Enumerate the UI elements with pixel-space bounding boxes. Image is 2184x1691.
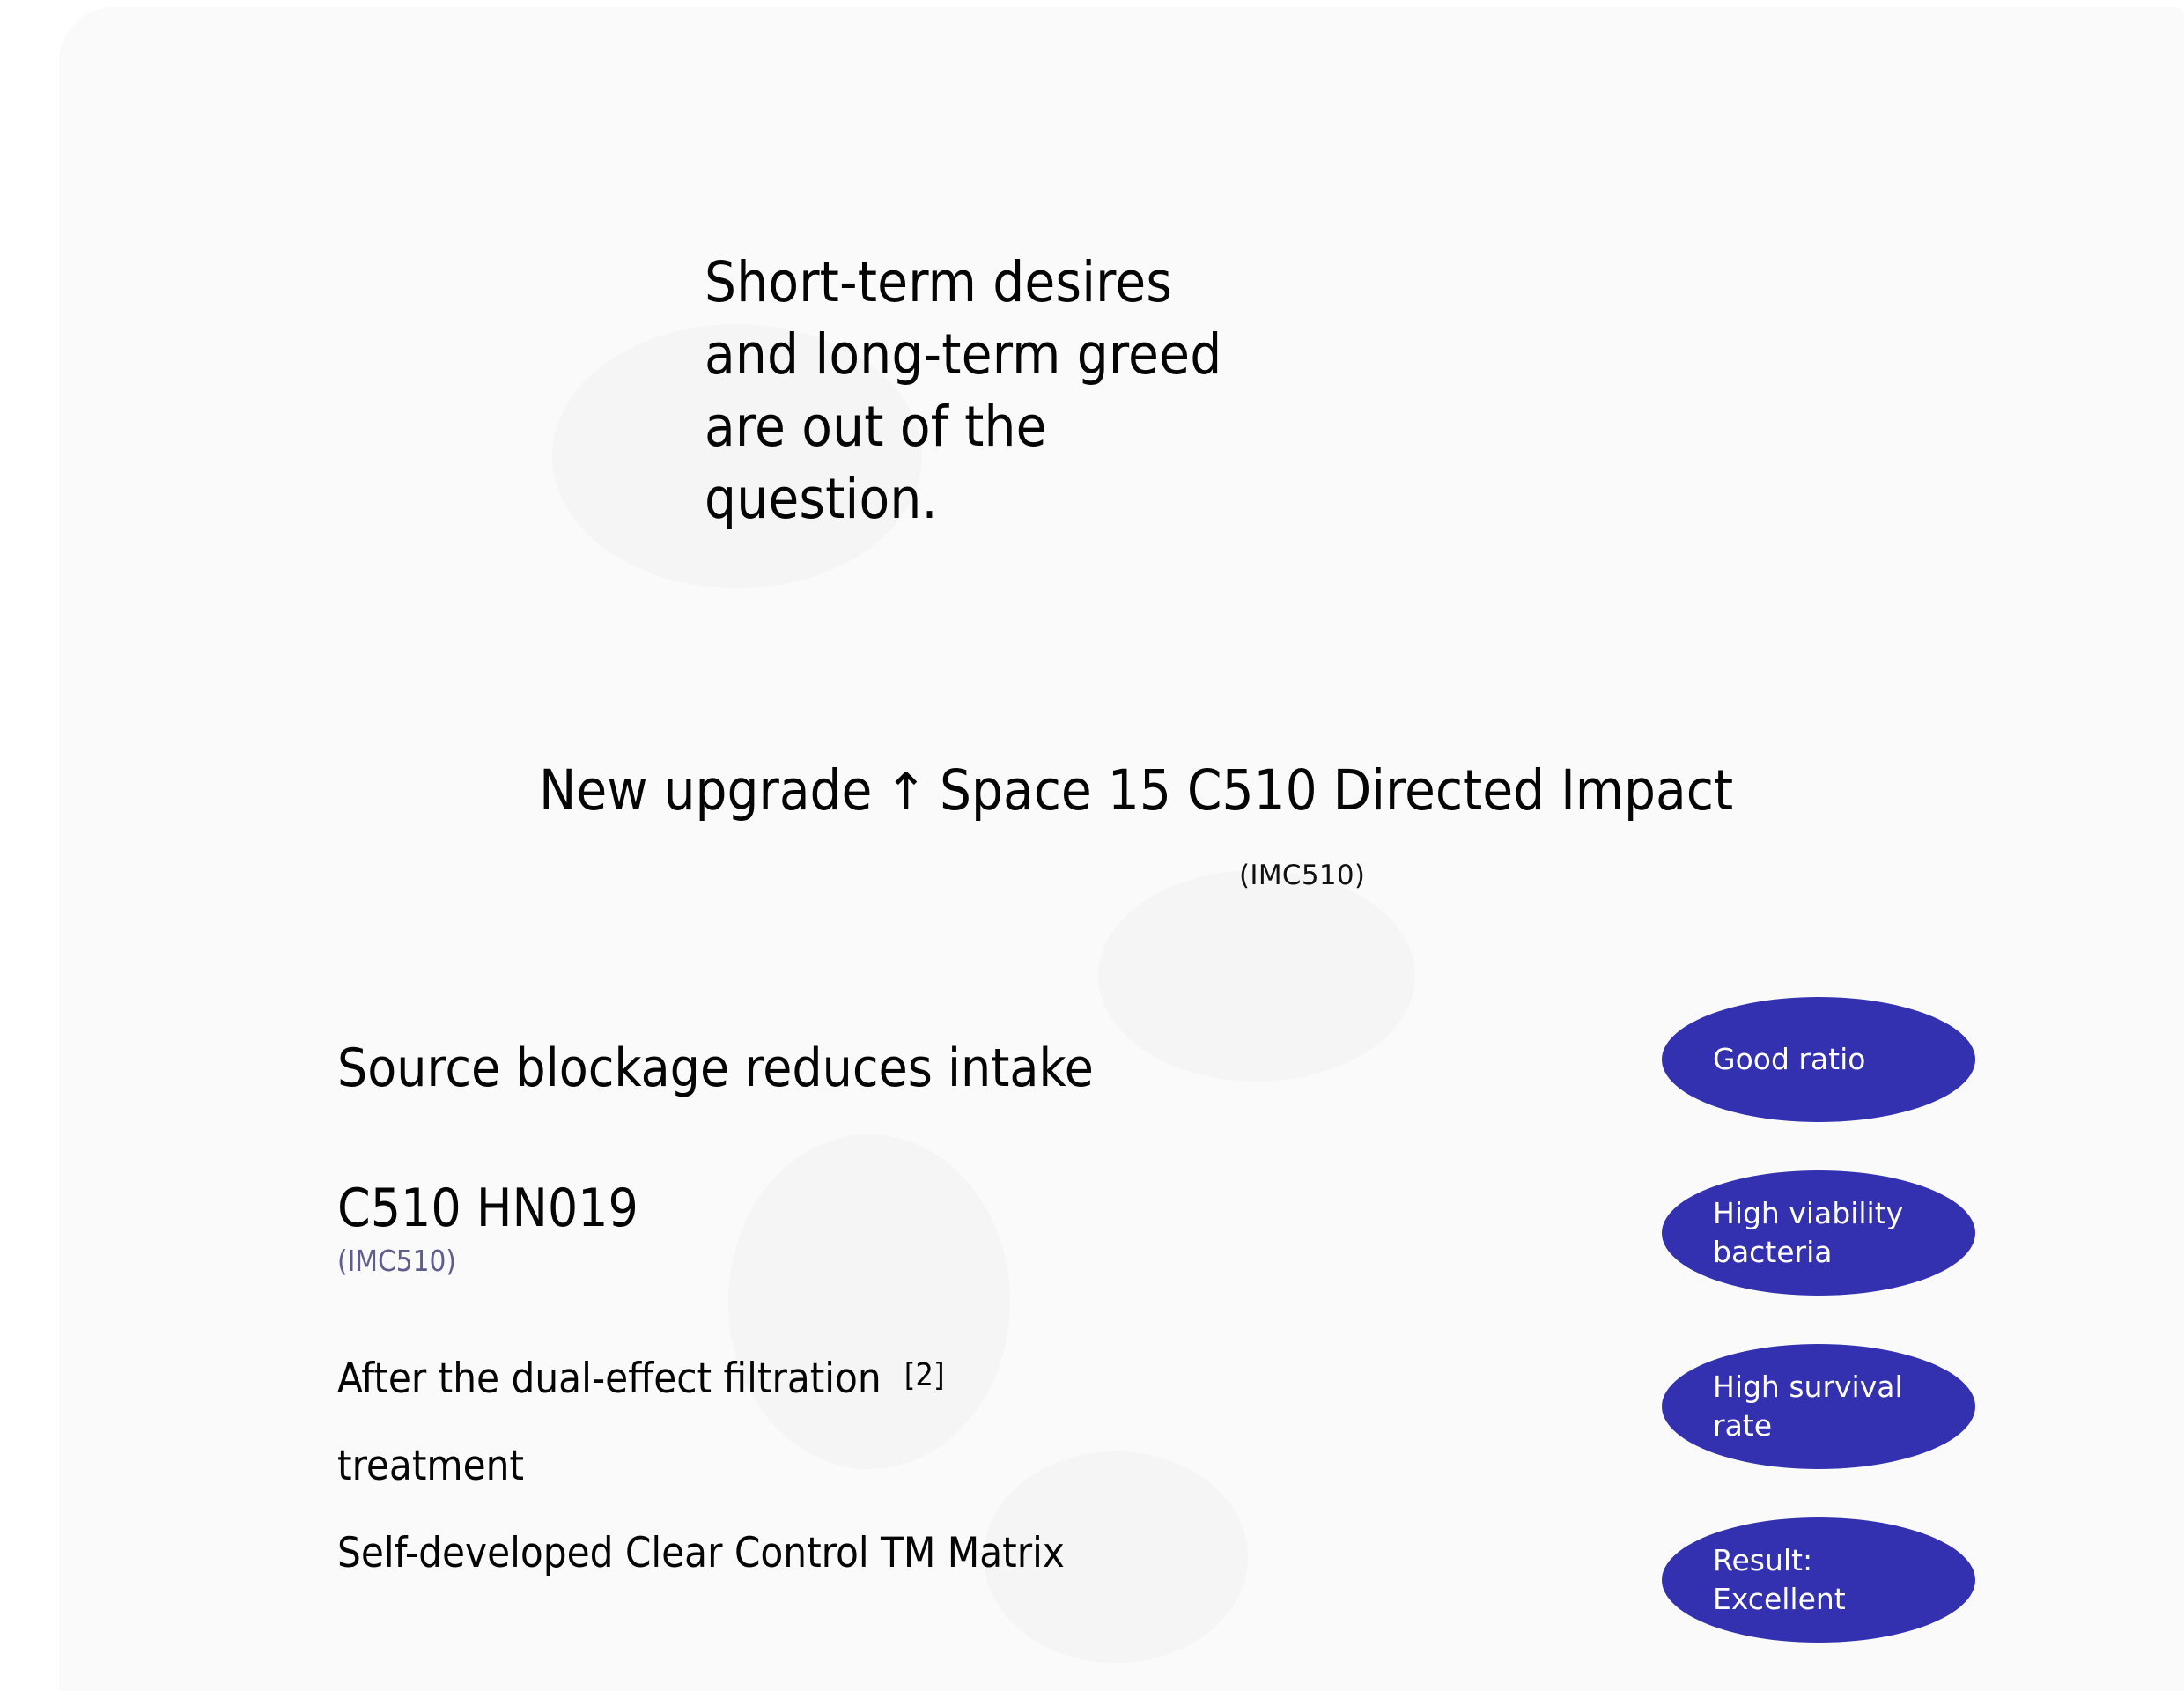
reference-marker: [2] (904, 1356, 945, 1393)
badge-result-excellent: Result: Excellent (1662, 1517, 1975, 1643)
badge-label: Result: Excellent (1713, 1543, 1846, 1616)
process-line-2: treatment (337, 1441, 525, 1490)
upgrade-subcaption: (IMC510) (1239, 860, 1366, 891)
product-code: (IMC510) (337, 1244, 456, 1279)
process-line-1-text: After the dual-effect filtration (337, 1354, 882, 1403)
headline-line-3: are out of the (705, 394, 1047, 459)
upgrade-suffix-label: Space 15 C510 Directed Impact (940, 758, 1734, 823)
headline-line-2: and long-term greed (705, 321, 1222, 387)
content-card: Short-term desires and long-term greed a… (59, 7, 2184, 1691)
process-line-3: Self-developed Clear Control TM Matrix (337, 1528, 1065, 1577)
product-name: C510 HN019 (337, 1178, 638, 1240)
badge-stack: Good ratio High viability bacteria High … (1662, 997, 1975, 1643)
badge-good-ratio: Good ratio (1662, 997, 1975, 1122)
process-description: After the dual-effect filtration[2] trea… (337, 1358, 1623, 1574)
process-line-1: After the dual-effect filtration[2] (337, 1358, 1623, 1399)
content-column: Source blockage reduces intake C510 HN01… (337, 1037, 1623, 1574)
headline-line-4: question. (705, 466, 938, 531)
badge-high-viability-bacteria: High viability bacteria (1662, 1170, 1975, 1296)
badge-label: Good ratio (1713, 1042, 1866, 1077)
feature-heading: Source blockage reduces intake (337, 1037, 1094, 1099)
badge-high-survival-rate: High survival rate (1662, 1344, 1975, 1469)
headline-line-1: Short-term desires (705, 250, 1173, 314)
headline: Short-term desires and long-term greed a… (705, 247, 1585, 535)
badge-label: High viability bacteria (1713, 1196, 1904, 1269)
badge-label: High survival rate (1713, 1370, 1903, 1443)
upgrade-prefix-label: New upgrade (539, 758, 873, 823)
upgrade-banner: New upgrade↑Space 15 C510 Directed Impac… (539, 760, 1733, 821)
up-arrow-icon: ↑ (884, 762, 928, 822)
